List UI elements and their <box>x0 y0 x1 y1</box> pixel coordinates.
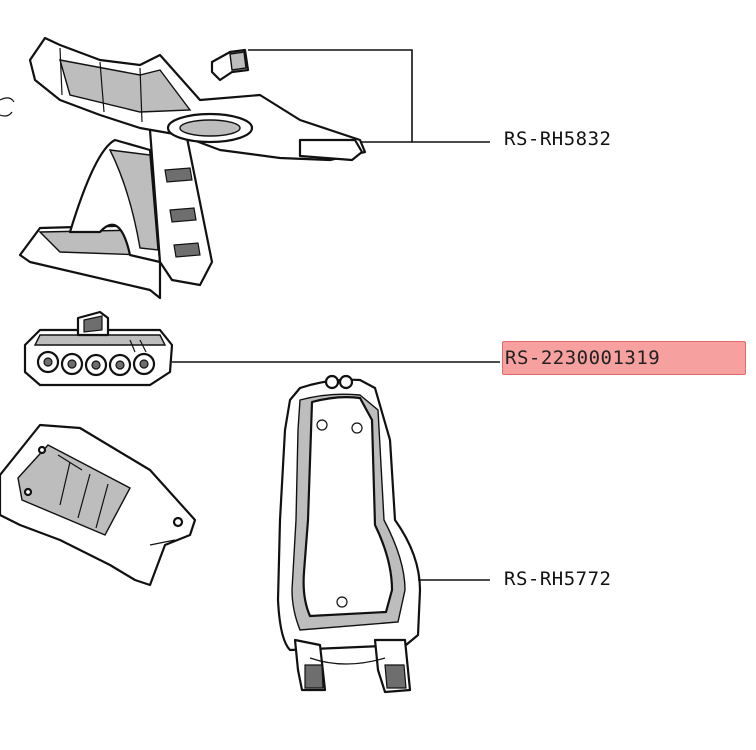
leader-line-body <box>248 49 413 143</box>
leader-lines <box>172 49 500 581</box>
battery-pack-part[interactable] <box>23 310 174 387</box>
body-assembly-part[interactable] <box>0 36 367 300</box>
holder-part[interactable] <box>276 374 422 694</box>
base-plate-part[interactable] <box>0 423 197 587</box>
part-label-holder[interactable]: RS-RH5772 <box>504 568 612 590</box>
part-label-battery-highlighted[interactable]: RS-2230001319 <box>502 341 746 375</box>
part-label-body[interactable]: RS-RH5832 <box>504 128 612 150</box>
